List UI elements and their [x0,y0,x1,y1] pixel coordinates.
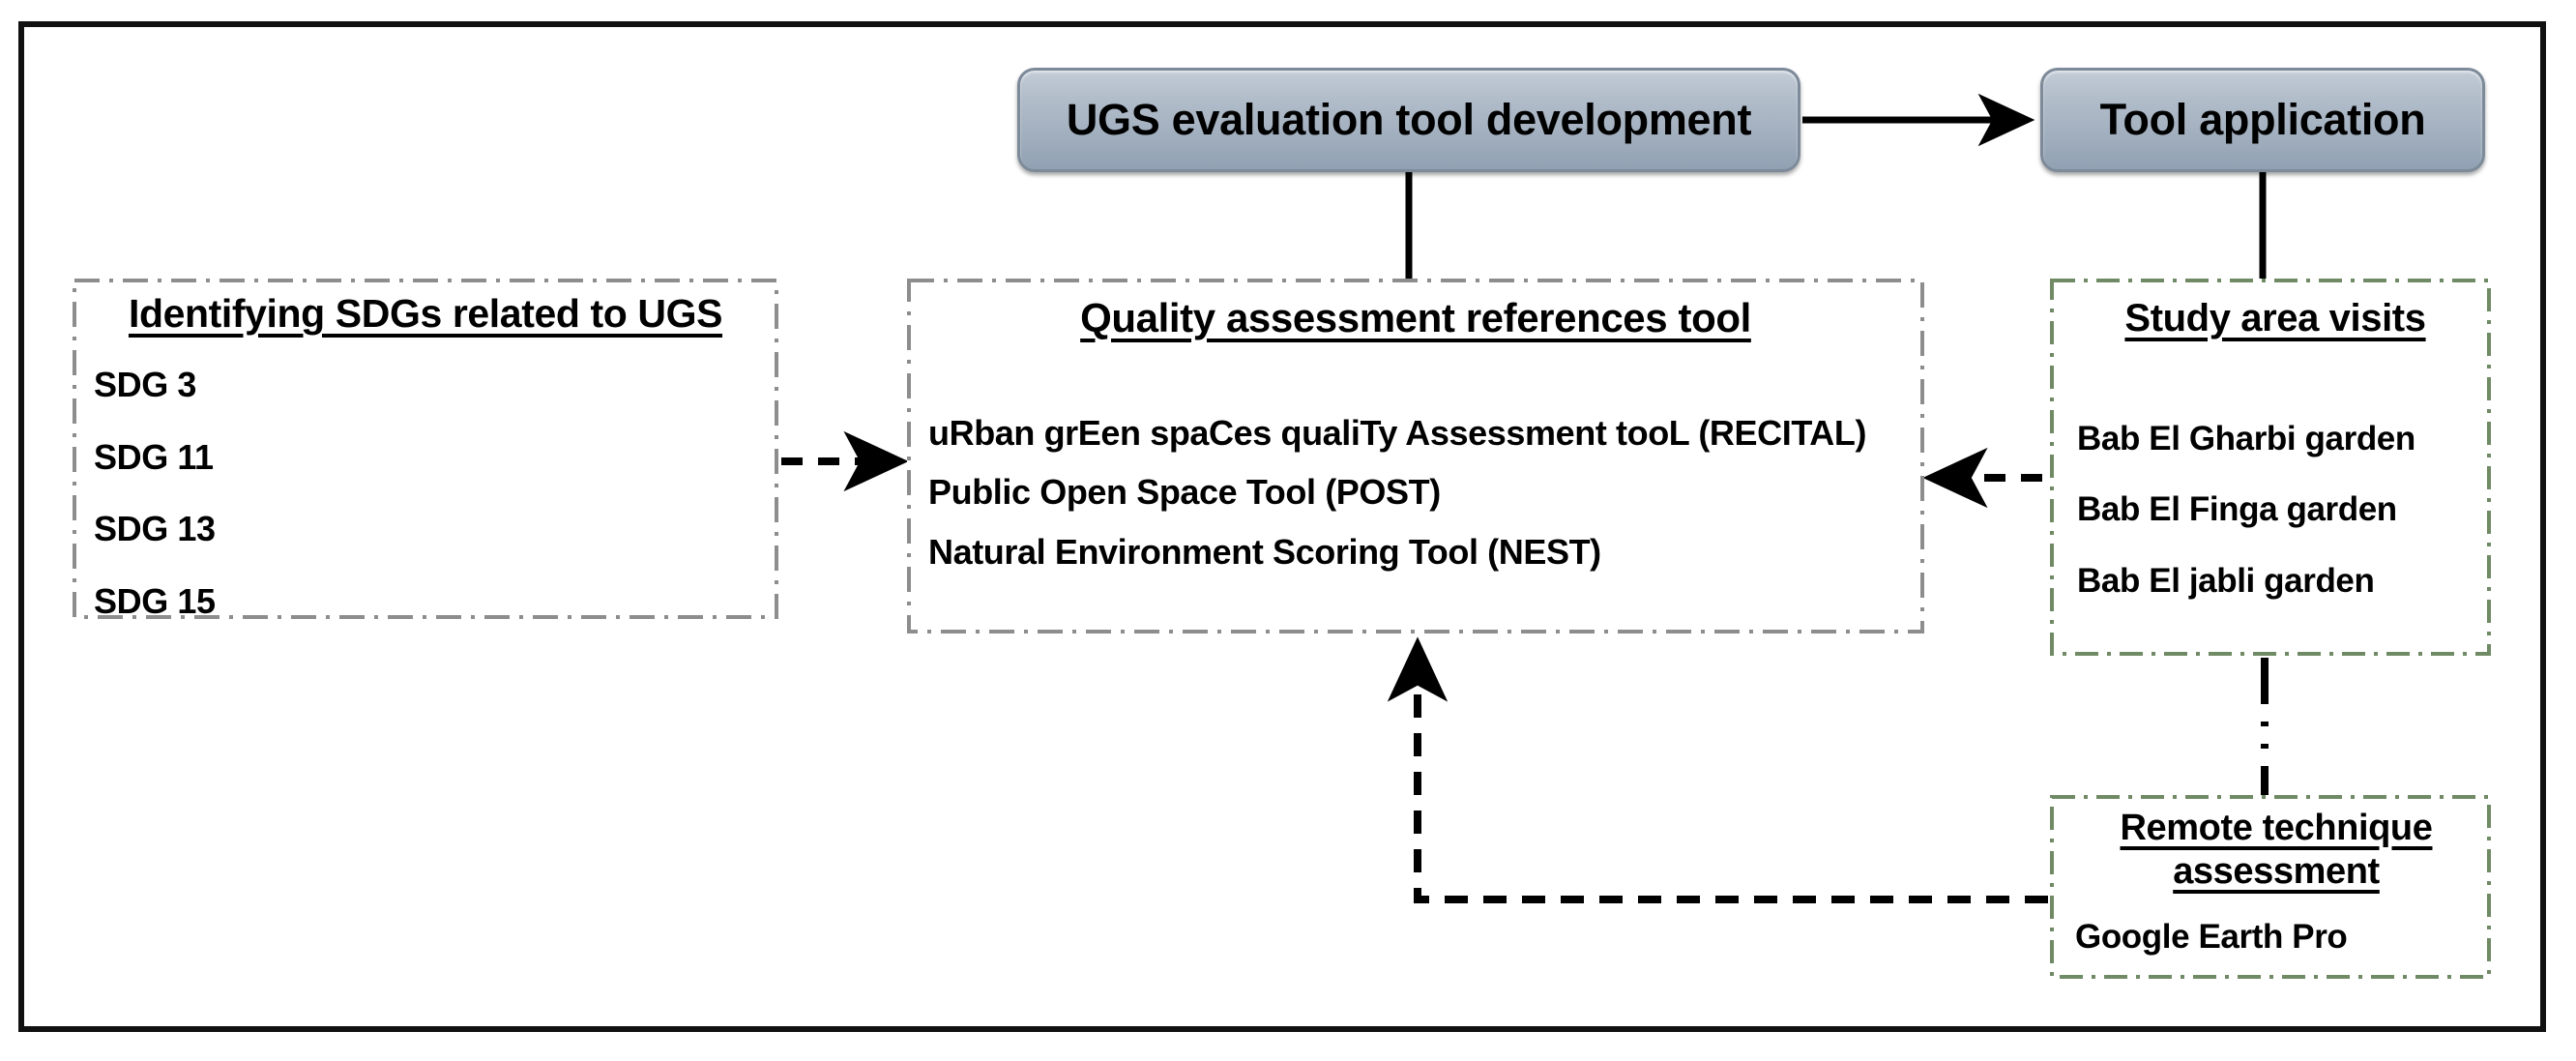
list-item: Bab El Gharbi garden [2077,420,2415,458]
list-item: SDG 13 [94,509,216,549]
panel-quality-assessment[interactable]: Quality assessment references tool uRban… [907,279,1924,634]
list-item: Google Earth Pro [2075,917,2348,956]
process-box-tool-application-label: Tool application [2099,95,2426,144]
list-item: Natural Environment Scoring Tool (NEST) [928,531,1601,572]
panel-remote-title-line1: Remote technique [2120,808,2433,848]
panel-study-title: Study area visits [2124,297,2426,339]
panel-study-list: Bab El Gharbi garden Bab El Finga garden… [2077,417,2474,604]
list-item: Bab El Finga garden [2077,490,2397,529]
panel-study-area-visits[interactable]: Study area visits Bab El Gharbi garden B… [2050,279,2491,656]
panel-quality-title: Quality assessment references tool [1080,295,1751,340]
panel-remote-technique[interactable]: Remote technique assessment Google Earth… [2050,795,2491,979]
process-box-tool-development-label: UGS evaluation tool development [1066,95,1752,144]
panel-remote-list: Google Earth Pro [2075,915,2477,959]
list-item: Bab El jabli garden [2077,561,2375,600]
panel-quality-list: uRban grEen spaCes qualiTy Assessment to… [928,410,1903,575]
panel-remote-title: Remote technique assessment [2075,807,2477,894]
process-box-tool-development[interactable]: UGS evaluation tool development [1017,68,1800,172]
list-item: Public Open Space Tool (POST) [928,472,1441,513]
list-item: uRban grEen spaCes qualiTy Assessment to… [928,412,1867,453]
panel-sdgs-list: SDG 3 SDG 11 SDG 13 SDG 15 [94,362,757,624]
list-item: SDG 15 [94,580,216,621]
list-item: SDG 3 [94,365,197,405]
list-item: SDG 11 [94,436,214,477]
arrow-remote-to-quality [1387,636,2048,903]
panel-sdgs-title: Identifying SDGs related to UGS [128,291,723,336]
process-box-tool-application[interactable]: Tool application [2040,68,2485,172]
panel-remote-title-line2: assessment [2173,850,2380,892]
panel-identifying-sdgs[interactable]: Identifying SDGs related to UGS SDG 3 SD… [73,279,778,621]
